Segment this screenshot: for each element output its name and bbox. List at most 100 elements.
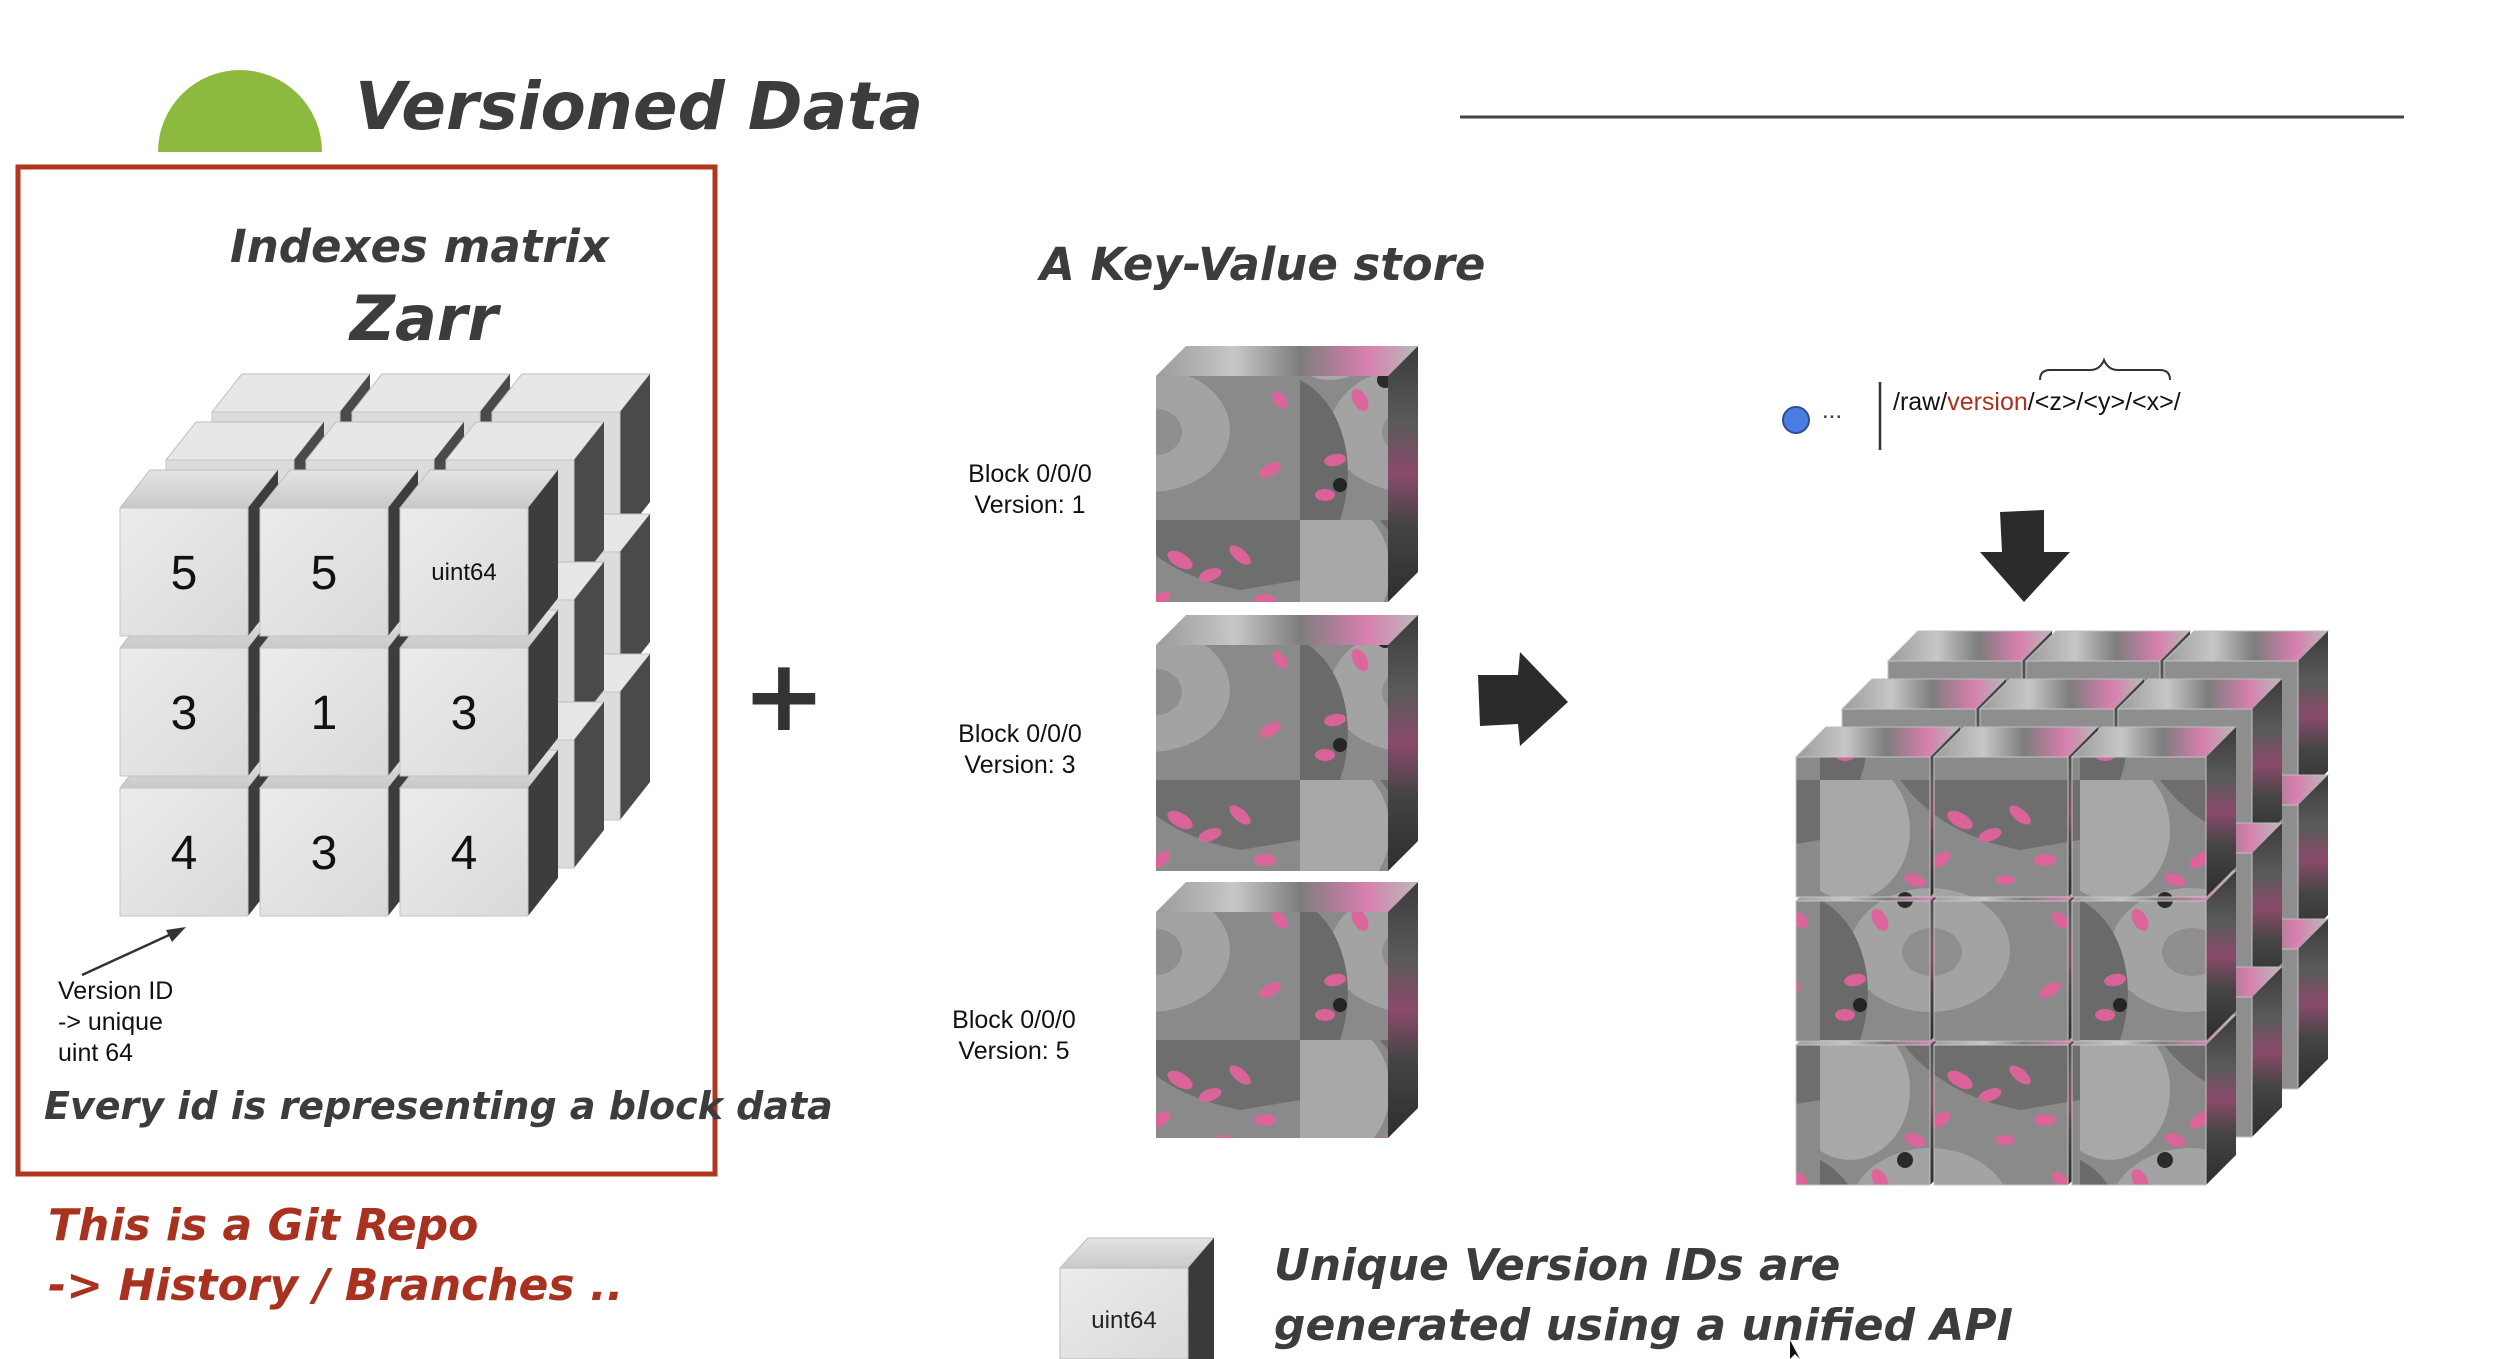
git-note-line2: -> History / Branches .. [48, 1260, 623, 1311]
kv-version-label: Version: 5 [958, 1037, 1069, 1065]
path-string: /raw/version/<z>/<y>/<x>/ [1893, 388, 2181, 416]
blue-dot [1782, 406, 1810, 434]
zarr-panel-caption: Every id is representing a block data [44, 1084, 833, 1128]
kv-block-stack [1156, 346, 1418, 1138]
legend-line1: Unique Version IDs are [1274, 1240, 1840, 1291]
index-cell-value: 3 [311, 827, 338, 880]
legend-cube-label: uint64 [1091, 1307, 1156, 1334]
cube-front-face [259, 787, 389, 917]
cube-front-face [119, 787, 249, 917]
em-block-side [1388, 346, 1418, 602]
cube-side-face [620, 514, 650, 680]
index-cell-cube [398, 469, 560, 637]
index-cell-value: 1 [311, 687, 338, 740]
em-block-front [1156, 645, 1388, 871]
em-block-top [1156, 346, 1418, 376]
cube-front-face [119, 647, 249, 777]
version-id-annotation: Version ID -> unique uint 64 [58, 977, 180, 1067]
cube-front-face [1795, 900, 1931, 1042]
annotation-line: -> unique [58, 1008, 163, 1036]
zarr-index-cube: 4 3 4 3 1 3 5 5 uint64 [118, 373, 652, 917]
legend-line2: generated using a unified API [1274, 1300, 2013, 1351]
cube-front-face [2071, 1044, 2207, 1186]
cube-side-face [2252, 967, 2282, 1137]
kv-version-label: Version: 3 [964, 751, 1075, 779]
em-block-side [1388, 882, 1418, 1138]
index-cell-value: 4 [451, 827, 478, 880]
cube-side-face [620, 654, 650, 820]
index-cell-value: uint64 [431, 559, 496, 586]
path-suffix: /<z>/<y>/<x>/ [2028, 388, 2181, 416]
cube-side-face [574, 422, 604, 588]
zarr-panel-heading: Indexes matrix [230, 220, 611, 273]
cube-side-face [2252, 679, 2282, 849]
annotation-line: uint 64 [58, 1039, 133, 1067]
index-cell-value: 5 [311, 547, 338, 600]
index-cell-cube [118, 469, 280, 637]
slide-title: Versioned Data [355, 68, 923, 145]
cube-front-face [259, 507, 389, 637]
cube-front-face [1933, 756, 2069, 898]
cube-side-face [2206, 871, 2236, 1041]
cube-side-face [2252, 823, 2282, 993]
zarr-panel-frame [15, 164, 718, 1177]
kv-em-block [1156, 882, 1418, 1138]
cube-side-face [2298, 919, 2328, 1089]
legend-cube [1058, 1237, 1216, 1359]
cube-front-face [399, 507, 529, 637]
cube-side-face [2298, 775, 2328, 945]
cube-side-face [2298, 631, 2328, 801]
em-block-side [1388, 615, 1418, 871]
cube-side-face [2206, 727, 2236, 897]
cube-front-face [399, 647, 529, 777]
pointer-arrowhead [166, 927, 186, 942]
cube-side-face [2206, 1015, 2236, 1185]
title-accent-shape [158, 70, 322, 152]
cube-front-face [1795, 756, 1931, 898]
index-cell-value: 3 [171, 687, 198, 740]
kv-em-block [1156, 346, 1418, 602]
cube-side-face [528, 470, 558, 636]
cube-side-face [574, 562, 604, 728]
cube-front-face [1933, 1044, 2069, 1186]
index-cell-cube [258, 469, 420, 637]
kv-em-block [1156, 615, 1418, 871]
git-note-line1: This is a Git Repo [48, 1200, 478, 1251]
em-block-top [1156, 615, 1418, 645]
right-arrow-icon [1478, 652, 1568, 746]
cube-front-face [119, 507, 249, 637]
cube-front-face [2071, 756, 2207, 898]
cube-front-face [1795, 1044, 1931, 1186]
cube-front-face [2071, 900, 2207, 1042]
path-brace [2039, 357, 2171, 381]
path-prefix: /raw/ [1893, 388, 1947, 416]
cube-side-face [528, 750, 558, 916]
kv-store-heading: A Key-Value store [1037, 238, 1485, 291]
cube-side-face [574, 702, 604, 868]
kv-block-label: Block 0/0/0 [952, 1006, 1076, 1034]
cube-front-face [1933, 900, 2069, 1042]
kv-version-label: Version: 1 [974, 491, 1085, 519]
down-arrow-icon [1980, 510, 2070, 602]
path-version-word: version [1947, 388, 2028, 416]
volume-front-cube [2070, 726, 2238, 898]
index-cell-value: 5 [171, 547, 198, 600]
em-block-front [1156, 376, 1388, 602]
plus-sign: + [742, 637, 826, 754]
em-block-front [1156, 912, 1388, 1138]
version-id-pointer [81, 928, 181, 977]
annotation-line: Version ID [58, 977, 173, 1005]
cube-side-face [528, 610, 558, 776]
index-cell-value: 3 [451, 687, 478, 740]
index-cell-value: 4 [171, 827, 198, 880]
index-cell-cube [118, 609, 280, 777]
cube-side-face [620, 374, 650, 540]
assembled-volume-cube [1794, 630, 2330, 1186]
kv-block-label: Block 0/0/0 [958, 720, 1082, 748]
em-block-top [1156, 882, 1418, 912]
kv-block-labels: Block 0/0/0 Version: 1 Block 0/0/0 Versi… [952, 460, 1092, 1065]
cube-front-face [399, 787, 529, 917]
cube-front-face [259, 647, 389, 777]
zarr-panel-subheading: Zarr [348, 282, 501, 355]
